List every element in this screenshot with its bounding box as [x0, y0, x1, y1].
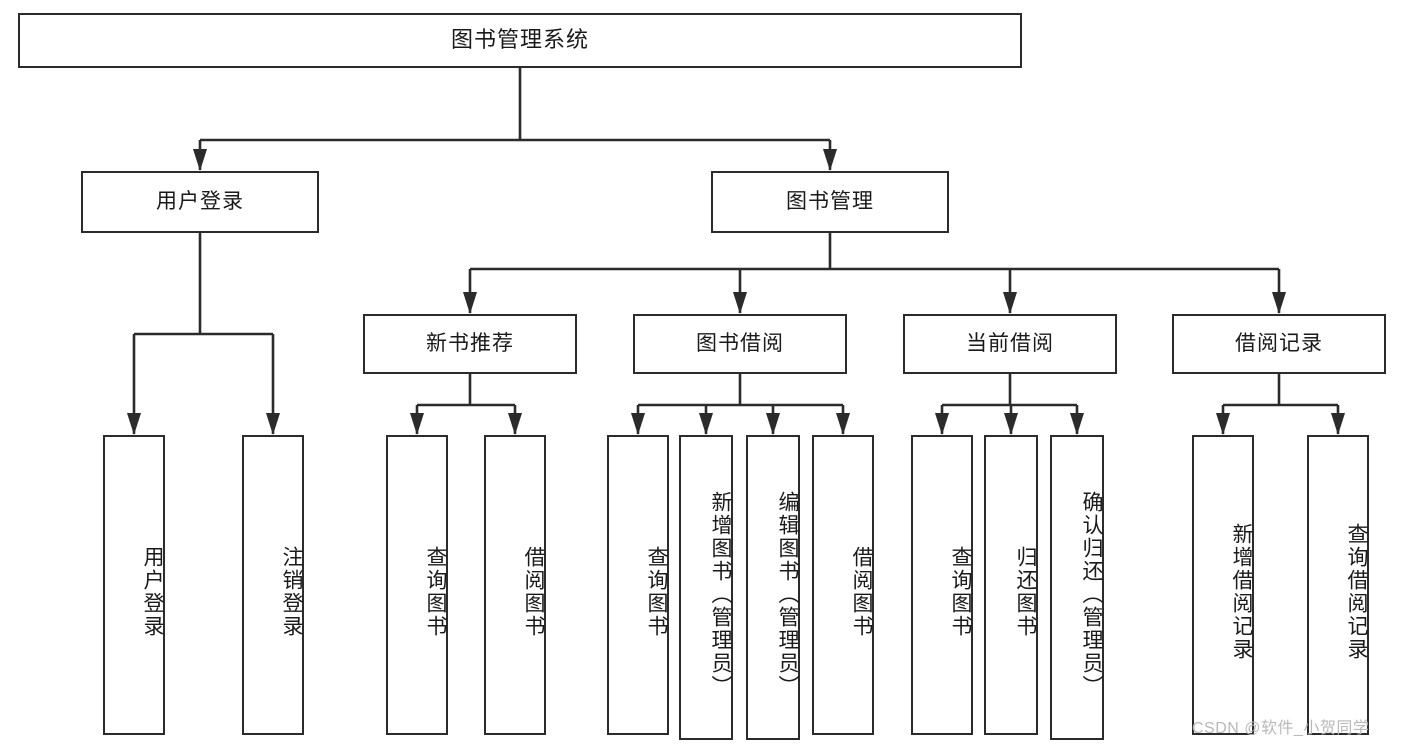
node-book-borrow-label: 图书借阅 [696, 332, 784, 356]
arrowhead-icon [1003, 292, 1017, 314]
arrowhead-icon [823, 149, 837, 171]
node-leaf-add-record[interactable]: 新增借阅记录 [1192, 435, 1254, 735]
node-root-system-label: 图书管理系统 [450, 27, 589, 53]
arrowhead-icon [935, 413, 949, 435]
node-new-book-rec[interactable]: 新书推荐 [363, 314, 577, 374]
arrowhead-icon [266, 413, 280, 435]
node-leaf-confirm-return[interactable]: 确认归还（管理员） [1050, 435, 1104, 740]
node-borrow-record[interactable]: 借阅记录 [1172, 314, 1386, 374]
arrowhead-icon [463, 292, 477, 314]
node-book-manage-label: 图书管理 [786, 190, 874, 214]
node-leaf-query-book-2-label: 查询图书 [645, 546, 668, 638]
node-leaf-user-login-label: 用户登录 [141, 546, 164, 638]
node-leaf-edit-book-label: 编辑图书（管理员） [776, 491, 799, 698]
node-leaf-query-book-1[interactable]: 查询图书 [386, 435, 448, 735]
watermark-label: CSDN @软件_小贺同学 [1192, 720, 1370, 737]
node-leaf-add-record-label: 新增借阅记录 [1230, 523, 1253, 661]
node-book-manage[interactable]: 图书管理 [711, 171, 949, 233]
arrowhead-icon [127, 413, 141, 435]
node-leaf-query-book-1-label: 查询图书 [424, 546, 447, 638]
node-borrow-record-label: 借阅记录 [1235, 332, 1323, 356]
arrowhead-icon [1070, 413, 1084, 435]
arrowhead-icon [836, 413, 850, 435]
node-user-login[interactable]: 用户登录 [81, 171, 319, 233]
node-current-borrow-label: 当前借阅 [966, 332, 1054, 356]
arrowhead-icon [631, 413, 645, 435]
node-leaf-add-book-label: 新增图书（管理员） [709, 491, 732, 698]
node-leaf-logout-label: 注销登录 [280, 546, 303, 638]
node-leaf-query-book-3[interactable]: 查询图书 [911, 435, 973, 735]
node-leaf-return-book[interactable]: 归还图书 [984, 435, 1038, 735]
node-leaf-user-login[interactable]: 用户登录 [103, 435, 165, 735]
arrowhead-icon [193, 149, 207, 171]
node-leaf-add-book[interactable]: 新增图书（管理员） [679, 435, 733, 740]
arrowhead-icon [1331, 413, 1345, 435]
node-leaf-query-record-label: 查询借阅记录 [1345, 523, 1368, 661]
arrowhead-icon [1216, 413, 1230, 435]
node-book-borrow[interactable]: 图书借阅 [633, 314, 847, 374]
node-current-borrow[interactable]: 当前借阅 [903, 314, 1117, 374]
node-new-book-rec-label: 新书推荐 [426, 332, 514, 356]
node-leaf-edit-book[interactable]: 编辑图书（管理员） [746, 435, 800, 740]
arrowhead-icon [410, 413, 424, 435]
node-leaf-return-book-label: 归还图书 [1014, 546, 1037, 638]
node-root-system[interactable]: 图书管理系统 [18, 13, 1022, 68]
node-leaf-confirm-return-label: 确认归还（管理员） [1080, 491, 1103, 698]
arrowhead-icon [1272, 292, 1286, 314]
arrowhead-icon [508, 413, 522, 435]
node-leaf-borrow-book-1-label: 借阅图书 [522, 546, 545, 638]
node-user-login-label: 用户登录 [156, 190, 244, 214]
node-leaf-query-book-3-label: 查询图书 [949, 546, 972, 638]
node-leaf-borrow-book-1[interactable]: 借阅图书 [484, 435, 546, 735]
node-leaf-logout[interactable]: 注销登录 [242, 435, 304, 735]
arrowhead-icon [766, 413, 780, 435]
node-leaf-borrow-book-2[interactable]: 借阅图书 [812, 435, 874, 735]
arrowhead-icon [733, 292, 747, 314]
node-leaf-query-book-2[interactable]: 查询图书 [607, 435, 669, 735]
node-leaf-borrow-book-2-label: 借阅图书 [850, 546, 873, 638]
arrowhead-icon [699, 413, 713, 435]
node-leaf-query-record[interactable]: 查询借阅记录 [1307, 435, 1369, 735]
arrowhead-icon [1004, 413, 1018, 435]
